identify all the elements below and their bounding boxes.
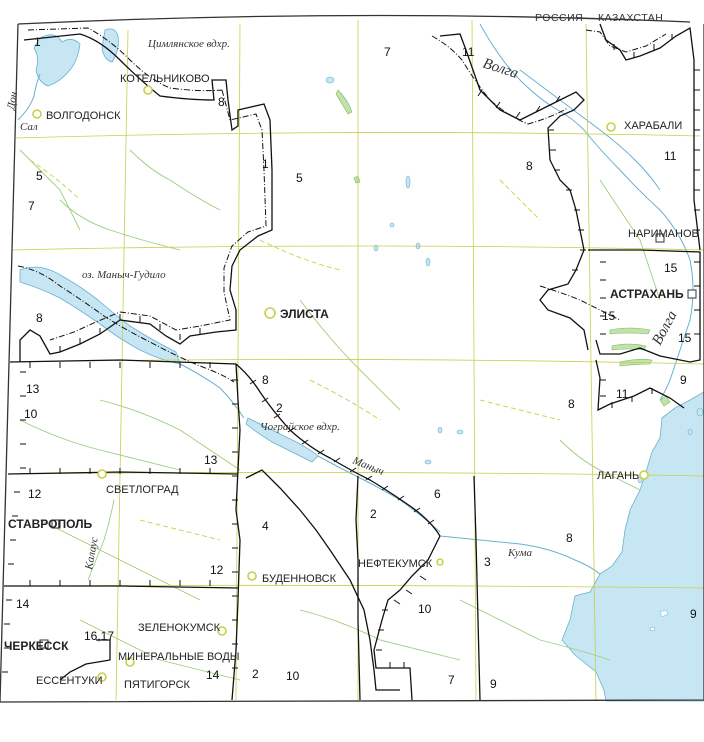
city-mineralnye-vody: МИНЕРАЛЬНЫЕ ВОДЫ <box>118 651 240 663</box>
water-don: Дон <box>5 90 20 111</box>
zone-number: 2 <box>276 401 283 415</box>
zone-number: 2 <box>370 507 377 521</box>
zone-number: 1 <box>262 157 269 171</box>
water-kuma: Кума <box>507 547 532 559</box>
city-budennovsk: БУДЕННОВСК <box>262 573 337 585</box>
water-manych-gudilo: оз. Маныч-Гудило <box>82 269 166 281</box>
label-russia: РОССИЯ <box>535 12 583 24</box>
tsimlyansk-reservoir <box>33 34 81 87</box>
city-stavropol: СТАВРОПОЛЬ <box>8 517 93 531</box>
boundary-ticks <box>2 34 700 673</box>
zone-number: 11 <box>616 387 629 401</box>
map-frame <box>0 14 704 703</box>
settlement-markers <box>32 85 649 682</box>
zone-number: 9 <box>490 677 497 691</box>
city-narimanov: НАРИМАНОВ <box>628 228 699 240</box>
zone-number: 13 <box>204 453 218 467</box>
zone-number: 2 <box>252 667 259 681</box>
zone-number: 11 <box>462 45 475 59</box>
city-cherkessk: ЧЕРКЕССК <box>4 639 69 653</box>
zone-number: 8 <box>566 531 573 545</box>
zone-number: 16,17 <box>84 629 114 643</box>
green-rivers <box>19 149 661 681</box>
zone-number: 11 <box>664 149 677 163</box>
zone-number: 3 <box>484 555 491 569</box>
zone-number: 8 <box>526 159 533 173</box>
zone-number: 7 <box>384 45 391 59</box>
zone-number: 1 <box>34 35 41 49</box>
zone-number: 10 <box>286 669 300 683</box>
admin-boundaries <box>17 27 667 383</box>
city-zelenokumsk: ЗЕЛЕНОКУМСК <box>138 622 221 634</box>
zone-number: 5 <box>296 171 303 185</box>
sea-islet <box>659 609 669 618</box>
zone-number: 4 <box>262 519 269 533</box>
zone-number: 15 <box>602 309 616 323</box>
zone-number: 5 <box>36 169 43 183</box>
zone-number: 9 <box>680 373 687 387</box>
zone-number: 15 <box>664 261 678 275</box>
city-elista: ЭЛИСТА <box>280 307 329 321</box>
caspian-sea <box>561 391 704 702</box>
city-astrakhan: АСТРАХАНЬ <box>610 287 684 301</box>
zone-number: 10 <box>418 602 432 616</box>
city-pyatigorsk: ПЯТИГОРСК <box>124 679 191 691</box>
zone-number: 8 <box>568 397 575 411</box>
zone-number: 12 <box>210 563 224 577</box>
chograi-reservoir <box>245 417 319 463</box>
water-chograi: Чограйское вдхр. <box>260 421 340 433</box>
zone-number: 8 <box>218 95 225 109</box>
graticule <box>3 15 704 701</box>
city-lagan: ЛАГАНЬ <box>597 470 639 482</box>
zone-number: 7 <box>28 199 35 213</box>
zone-number: 13 <box>26 382 40 396</box>
settlement-capitals <box>39 233 697 649</box>
zone-number: 8 <box>36 311 43 325</box>
rivers <box>17 23 694 575</box>
zone-number: 7 <box>448 673 455 687</box>
zone-number: 14 <box>16 597 30 611</box>
zone-numbers: 1 7 11 8 1 5 8 11 5 7 15 15 15 8 8 2 13 … <box>16 35 697 691</box>
zone-number: 14 <box>206 668 220 682</box>
city-volgodonsk: ВОЛГОДОНСК <box>46 110 121 122</box>
zone-number: 8 <box>262 373 269 387</box>
city-svetlograd: СВЕТЛОГРАД <box>106 484 179 496</box>
zone-number: 12 <box>28 487 42 501</box>
zone-number: 15 <box>678 331 692 345</box>
zone-number: 9 <box>690 607 697 621</box>
city-kotelnikovo: КОТЕЛЬНИКОВО <box>120 73 210 85</box>
sea-islet <box>649 626 656 632</box>
city-neftekumsk: НЕФТЕКУМСК <box>358 558 433 570</box>
water-sal: Сал <box>20 121 38 133</box>
water-kalaus: Калаус <box>83 536 101 572</box>
label-kazakhstan: КАЗАХСТАН <box>598 12 663 24</box>
water-tsimlyansk: Цимлянское вдхр. <box>147 38 230 50</box>
map-area <box>0 15 704 702</box>
dashed-roads <box>29 159 561 541</box>
zone-boundaries <box>4 23 701 701</box>
zone-number: 6 <box>434 487 441 501</box>
zone-number: 10 <box>24 407 38 421</box>
city-essentuki: ЕССЕНТУКИ <box>36 675 103 687</box>
city-kharabali: ХАРАБАЛИ <box>624 120 682 132</box>
